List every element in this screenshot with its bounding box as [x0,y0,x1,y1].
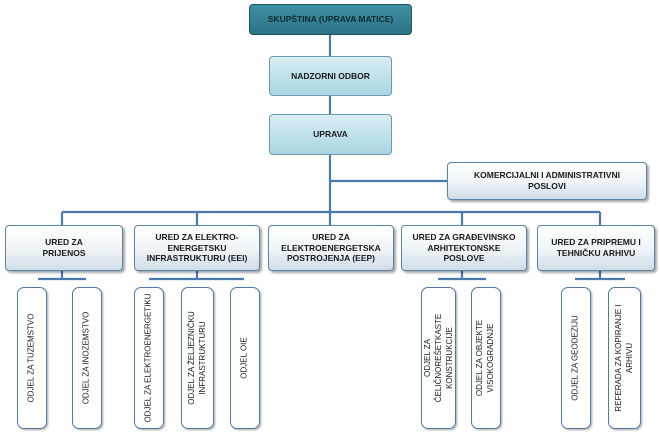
commercial-box: KOMERCIJALNI I ADMINISTRATIVNI POSLOVI [447,162,647,200]
dept-label: ODJEL ZA ČELIČNOREŠETKASTE KONSTRUKCIJE [422,313,453,403]
management-box: UPRAVA [269,114,392,155]
office-eei: URED ZA ELEKTRO-ENERGETSKU INFRASTRUKTUR… [134,225,260,271]
dept-copying-archive: REFERADA ZA KOPIRANJE I ARHIVU [608,287,641,429]
dept-steel-lattice: ODJEL ZA ČELIČNOREŠETKASTE KONSTRUKCIJE [421,287,456,429]
dept-foreign: ODJEL ZA INOZEMSTVO [72,287,102,429]
office-label: URED ZA PRIJENOS [42,237,86,258]
assembly-label: SKUPŠTINA (UPRAVA MATICE) [267,14,394,25]
supervisory-board-box: NADZORNI ODBOR [269,56,392,96]
assembly-box: SKUPŠTINA (UPRAVA MATICE) [249,4,412,35]
office-eep: URED ZA ELEKTROENERGETSKA POSTROJENJA (E… [268,225,394,271]
office-label: URED ZA GRAĐEVINSKO ARHITEKTONSKE POSLOV… [412,232,516,264]
dept-power-engineering: ODJEL ZA ELEKTROENERGETIKU [134,287,164,429]
dept-label: ODJEL ZA ŽELJEZNIČKU INFRASTRUKTURU [186,311,207,405]
dept-geodesy: ODJEL ZA GEODEZIJU [561,287,591,429]
management-label: UPRAVA [313,129,348,140]
dept-label: REFERADA ZA KOPIRANJE I ARHIVU [613,304,634,412]
commercial-label: KOMERCIJALNI I ADMINISTRATIVNI POSLOVI [474,170,620,191]
dept-railway-infrastructure: ODJEL ZA ŽELJEZNIČKU INFRASTRUKTURU [181,287,214,429]
dept-renewables: ODJEL OIE [230,287,260,429]
dept-label: ODJEL ZA GEODEZIJU [570,315,580,401]
office-label: URED ZA PRIPREMU I TEHNIČKU ARHIVU [551,237,641,258]
supervisory-board-label: NADZORNI ODBOR [291,70,370,81]
dept-label: ODJEL ZA INOZEMSTVO [81,311,91,405]
dept-label: ODJEL ZA ELEKTROENERGETIKU [143,293,153,423]
dept-label: ODJEL ZA TUZEMSTVO [26,313,36,403]
office-label: URED ZA ELEKTROENERGETSKA POSTROJENJA (E… [281,232,381,264]
office-civil-architecture: URED ZA GRAĐEVINSKO ARHITEKTONSKE POSLOV… [401,225,527,271]
office-preparation-archive: URED ZA PRIPREMU I TEHNIČKU ARHIVU [537,225,655,271]
dept-label: ODJEL OIE [239,337,249,379]
dept-domestic: ODJEL ZA TUZEMSTVO [17,287,47,429]
office-transmission: URED ZA PRIJENOS [5,225,123,271]
dept-building-structures: ODJEL ZA OBJEKTE VISOKOGRADNJE [471,287,501,429]
office-label: URED ZA ELEKTRO-ENERGETSKU INFRASTRUKTUR… [146,232,248,264]
dept-label: ODJEL ZA OBJEKTE VISOKOGRADNJE [475,319,495,397]
